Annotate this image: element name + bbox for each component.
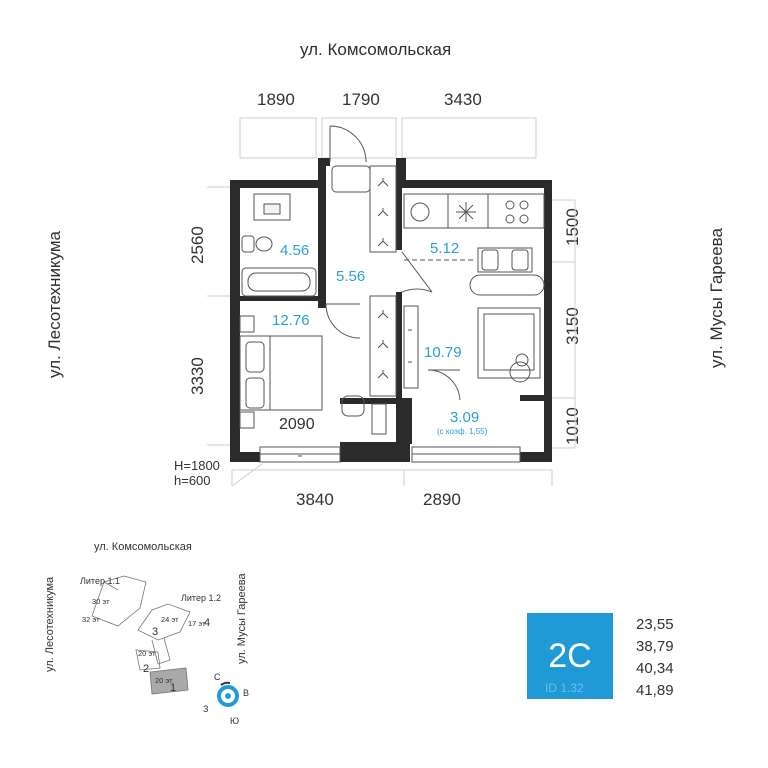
compass-west: З [203, 704, 209, 714]
site-minimap [91, 575, 239, 707]
minimap-floors-3: 24 эт [161, 615, 179, 624]
dim-top-2: 1790 [342, 90, 380, 109]
area-list: 23,55 38,79 40,34 41,89 [636, 614, 674, 702]
dim-top-3: 3430 [444, 90, 482, 109]
room-area-hall: 5.56 [336, 268, 366, 285]
badge-watermark: ID 1.32 [545, 681, 584, 695]
street-top: ул. Комсомольская [300, 40, 452, 59]
minimap-highlight-section [149, 667, 189, 695]
minimap-floors-2: 32 эт [82, 615, 100, 624]
compass-south: Ю [230, 716, 240, 726]
minimap-floors-6: 20 эт [155, 676, 173, 685]
dim-top-1: 1890 [257, 90, 295, 109]
dim-bottom-2: 2890 [423, 490, 461, 509]
room-area-balcony: 3.09 [450, 409, 480, 426]
area-total-with-balcony: 40,34 [636, 660, 674, 677]
minimap-liter-1-1: Литер 1.1 [80, 576, 120, 586]
apartment-type-badge: 2С ID 1.32 [527, 613, 613, 699]
minimap-floors-1: 30 эт [92, 597, 110, 606]
dim-bedroom-width: 2090 [279, 416, 315, 433]
room-area-bedroom: 12.76 [272, 312, 310, 329]
minimap-section-4: 4 [204, 617, 211, 629]
minimap-section-1: 1 [170, 682, 177, 694]
minimap-floors-4: 17 эт [188, 619, 206, 628]
apartment-type-label: 2С [548, 636, 592, 675]
balcony-note: (с коэф. 1,55) [437, 427, 488, 436]
compass-east: В [243, 688, 250, 698]
dim-bottom-1: 3840 [296, 490, 334, 509]
room-area-bathroom: 4.56 [280, 242, 310, 259]
minimap-floors-5: 20 эт [138, 649, 156, 658]
room-area-living: 10.79 [424, 344, 462, 361]
room-area-kitchen: 5.12 [430, 240, 460, 257]
window-height-big: H=1800 [174, 458, 220, 473]
compass-north: С [214, 672, 221, 682]
area-living: 23,55 [636, 616, 674, 633]
area-total-full: 41,89 [636, 682, 674, 699]
minimap-liter-1-2: Литер 1.2 [181, 593, 221, 603]
minimap-section-2: 2 [143, 663, 150, 675]
minimap-street-top: ул. Комсомольская [94, 541, 192, 553]
area-total: 38,79 [636, 638, 674, 655]
window-height-small: h=600 [174, 473, 211, 488]
minimap-section-3: 3 [152, 626, 159, 638]
